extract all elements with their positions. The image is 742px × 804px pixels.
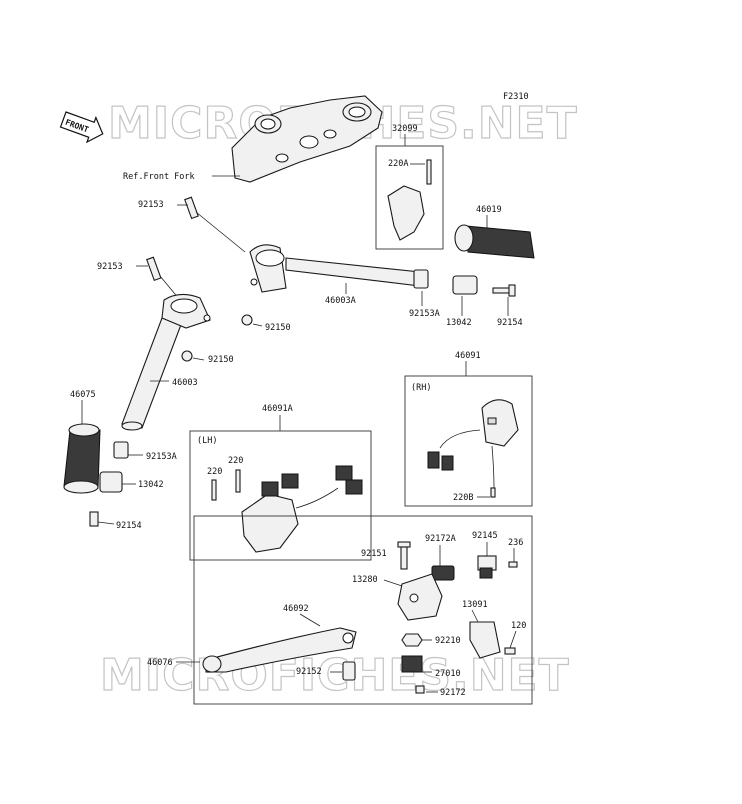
label-rh: (RH) — [411, 383, 431, 393]
label-92145: 92145 — [472, 531, 498, 541]
label-92153A-left: 92153A — [146, 452, 177, 462]
label-46076: 46076 — [147, 658, 173, 668]
label-92150-b: 92150 — [208, 355, 234, 365]
diagram-code: F2310 — [503, 92, 529, 102]
screw-92172 — [415, 685, 425, 694]
label-92153A-right: 92153A — [409, 309, 440, 319]
throttle-housing-32099 — [387, 159, 432, 241]
switch-27010 — [401, 655, 423, 673]
label-13280: 13280 — [352, 575, 378, 585]
label-92151: 92151 — [361, 549, 387, 559]
bolt-92153-upper — [184, 196, 199, 220]
ref-front-fork-label: Ref.Front Fork — [123, 172, 195, 182]
label-92172: 92172 — [440, 688, 466, 698]
label-lh: (LH) — [197, 436, 217, 446]
front-arrow-icon: FRONT — [59, 111, 104, 144]
label-46003: 46003 — [172, 378, 198, 388]
label-46003A: 46003A — [325, 296, 356, 306]
bolt-92153-lower — [146, 256, 162, 282]
label-46092: 46092 — [283, 604, 309, 614]
label-220-a: 220 — [207, 467, 222, 477]
label-46075: 46075 — [70, 390, 96, 400]
label-92153-b: 92153 — [97, 262, 123, 272]
label-46091: 46091 — [455, 351, 481, 361]
weight-13042-right — [452, 275, 478, 295]
label-220-b: 220 — [228, 456, 243, 466]
label-92150-a: 92150 — [265, 323, 291, 333]
label-236: 236 — [508, 538, 523, 548]
label-27010: 27010 — [435, 669, 461, 679]
pin-92151 — [397, 541, 411, 570]
bar-end-92153A-right — [413, 269, 429, 289]
clamp-13091 — [469, 621, 501, 659]
label-13042-right: 13042 — [446, 318, 472, 328]
right-handlebar-46003A — [249, 244, 421, 293]
label-92172A: 92172A — [425, 534, 456, 544]
screw-92154-right — [492, 284, 516, 297]
collar-92152 — [342, 661, 356, 681]
bolt-92150-b — [181, 350, 193, 362]
left-handlebar-46003 — [121, 293, 211, 431]
label-92154-right: 92154 — [497, 318, 523, 328]
box-clutch-lever — [193, 515, 533, 705]
box-32099 — [375, 145, 444, 250]
weight-13042-left — [99, 471, 123, 493]
left-switch-housing-46091A — [211, 465, 363, 553]
adjuster-92172A — [431, 565, 455, 581]
label-92210: 92210 — [435, 636, 461, 646]
label-13091: 13091 — [462, 600, 488, 610]
label-32099: 32099 — [392, 124, 418, 134]
screw-92154-left — [89, 511, 99, 527]
label-46091A: 46091A — [262, 404, 293, 414]
label-92153-a: 92153 — [138, 200, 164, 210]
watermark-bottom: MICROFICHES.NET — [100, 650, 570, 701]
bolt-120 — [504, 647, 516, 655]
label-13042-left: 13042 — [138, 480, 164, 490]
label-220A: 220A — [388, 159, 408, 169]
box-46091-rh — [404, 375, 533, 507]
right-switch-housing-46091 — [427, 399, 519, 498]
nut-92210 — [401, 633, 423, 647]
screw-236 — [508, 561, 518, 568]
label-220B: 220B — [453, 493, 473, 503]
lever-holder-13280 — [397, 573, 443, 621]
box-46091A-lh — [189, 430, 372, 561]
right-grip-46019 — [454, 224, 535, 259]
label-92152: 92152 — [296, 667, 322, 677]
left-grip-46075 — [63, 423, 101, 494]
label-120: 120 — [511, 621, 526, 631]
bar-end-92153A-left — [113, 441, 129, 459]
label-46019: 46019 — [476, 205, 502, 215]
clutch-lever-46076 — [202, 627, 357, 673]
bolt-92150-a — [241, 314, 253, 326]
top-triple-clamp — [231, 95, 383, 183]
label-92154-left: 92154 — [116, 521, 142, 531]
spring-92145 — [477, 555, 497, 579]
